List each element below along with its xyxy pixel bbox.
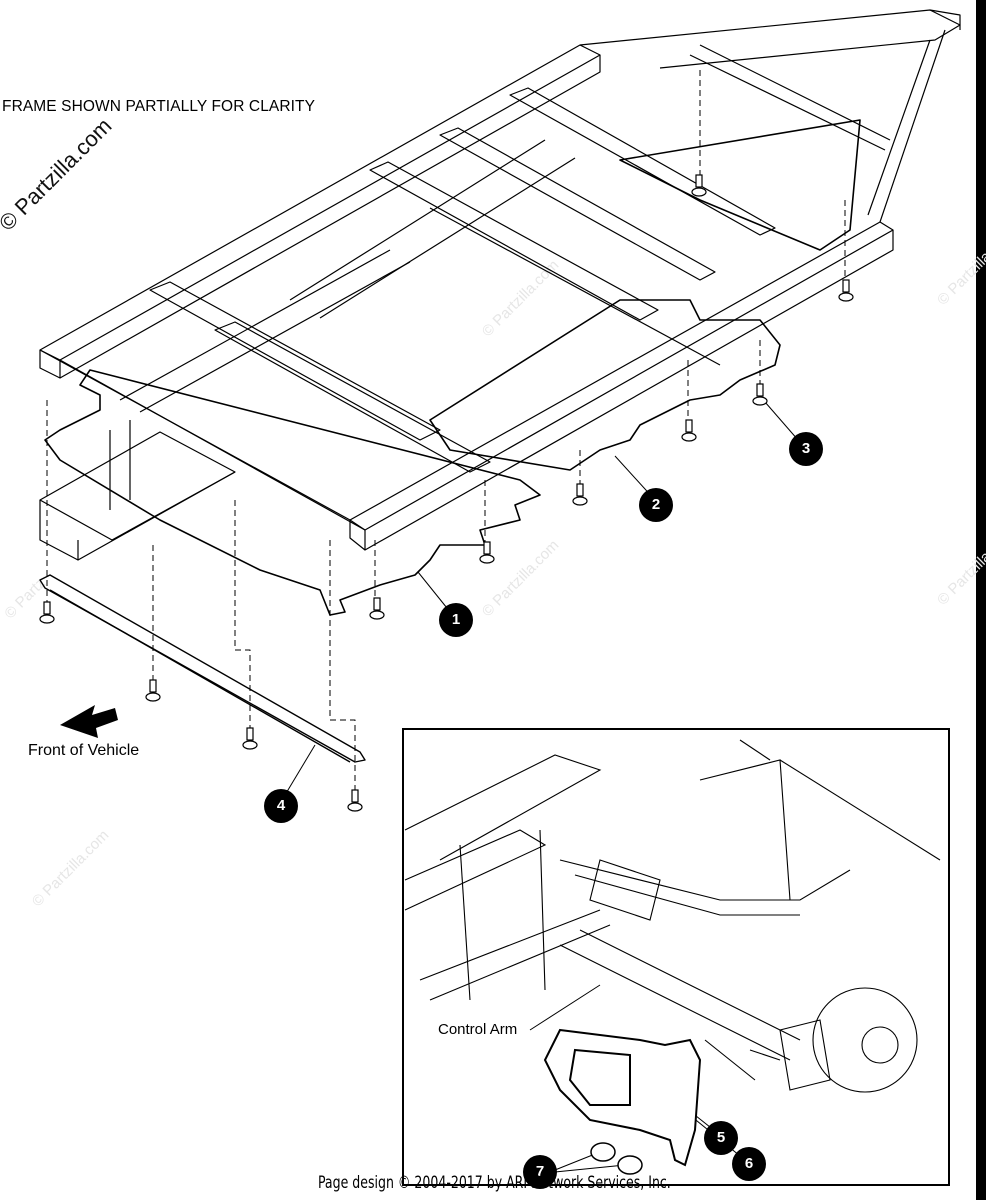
frame-left-rail <box>39 44 601 379</box>
front-arrow-icon <box>60 705 118 738</box>
frame-right-rail <box>349 221 894 551</box>
frame-rear-tongue <box>579 9 961 223</box>
bolt-icon <box>691 174 707 197</box>
control-arm-guard-5-6 <box>543 1028 702 1167</box>
frame-crossmembers <box>119 87 776 473</box>
bolt-icon <box>572 483 588 506</box>
callout-7[interactable]: 7 <box>523 1155 557 1189</box>
bolt-icon <box>752 383 768 406</box>
skid-plate-1-outline <box>44 369 541 616</box>
bolt-icon <box>347 789 363 812</box>
callout-3[interactable]: 3 <box>789 432 823 466</box>
bolt-icon <box>145 679 161 702</box>
callout-2[interactable]: 2 <box>639 488 673 522</box>
page-footer: Page design © 2004-2017 by ARI Network S… <box>318 1173 671 1193</box>
front-guard-4 <box>39 574 366 763</box>
bolt-icon <box>838 279 854 302</box>
bolt-icon <box>479 541 495 564</box>
frame-front-crossmember <box>39 349 366 531</box>
bolt-icon <box>39 601 55 624</box>
callout-6[interactable]: 6 <box>732 1147 766 1181</box>
callout-leaders <box>281 401 806 1173</box>
page-edge-bar <box>976 0 986 1200</box>
inset-detail-box <box>402 728 950 1186</box>
front-of-vehicle-label: Front of Vehicle <box>28 742 140 759</box>
skid-plate-2-outline <box>429 119 861 471</box>
bolt-icons <box>39 174 854 812</box>
callout-5[interactable]: 5 <box>704 1121 738 1155</box>
bolt-icon <box>681 419 697 442</box>
fastener-leaders <box>46 70 846 795</box>
bolt-icon <box>369 597 385 620</box>
control-arm-label: Control Arm <box>438 1021 518 1038</box>
callout-4[interactable]: 4 <box>264 789 298 823</box>
bolt-icon <box>590 1142 643 1175</box>
bolt-icon <box>242 727 258 750</box>
diagram-caption: FRAME SHOWN PARTIALLY FOR CLARITY <box>2 98 316 115</box>
frame-front-subassembly <box>39 420 236 561</box>
callout-1[interactable]: 1 <box>439 603 473 637</box>
